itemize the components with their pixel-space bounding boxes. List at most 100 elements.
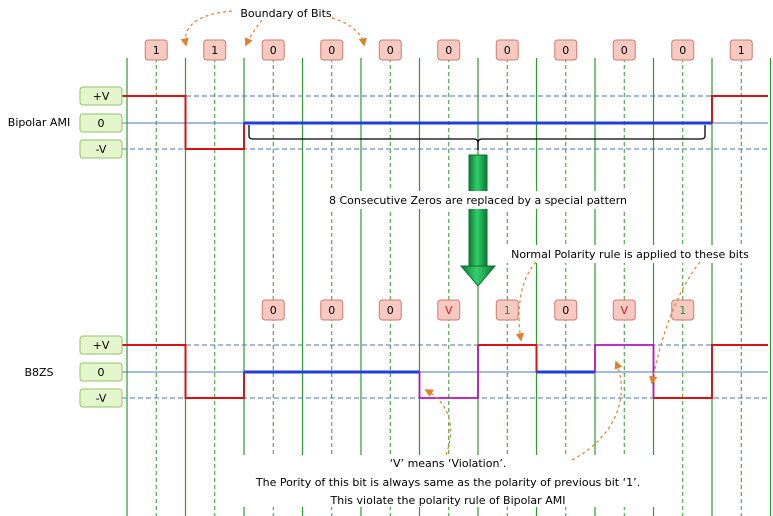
boundary-text-bg	[232, 6, 340, 22]
ami-bit-2: 0	[261, 39, 285, 61]
normal-rule-text: Normal Polarity rule is applied to these…	[511, 248, 749, 261]
bottom-level-minus-v-box	[79, 388, 123, 408]
ami-bit-1-box	[203, 39, 227, 61]
ami-bit-5-box	[437, 39, 461, 61]
b8zs-one-pulse-1	[478, 344, 538, 372]
b8zs-bit-3: V	[437, 299, 461, 321]
b8zs-pulses-end	[653, 344, 768, 399]
b8zs-bit-0-box	[261, 299, 285, 321]
ami-bit-3-box	[320, 39, 344, 61]
bottom-level-zero: 0	[79, 362, 123, 382]
b8zs-bit-1-box	[320, 299, 344, 321]
ami-bit-8-value: 0	[621, 44, 628, 57]
normal-rule-text-bg	[500, 245, 762, 263]
violation-note-line2: The Pority of this bit is always same as…	[255, 476, 640, 489]
top-level-minus-v-box	[79, 139, 123, 159]
b8zs-bit-5-box	[554, 299, 578, 321]
b8zs-bit-3-value: V	[445, 304, 453, 317]
ami-bit-9-value: 0	[679, 44, 686, 57]
callout-arrows	[180, 10, 701, 461]
ami-bit-4-value: 0	[387, 44, 394, 57]
ami-bit-0-value: 1	[153, 44, 160, 57]
b8zs-bit-7-box	[671, 299, 695, 321]
normal-rule-arrow-left	[515, 261, 537, 342]
top-level-minus-v-text: -V	[96, 143, 107, 156]
ami-bit-10-value: 1	[738, 44, 745, 57]
bottom-level-plus-v-text: +V	[93, 339, 110, 352]
ami-bit-5: 0	[437, 39, 461, 61]
b8zs-bit-5: 0	[554, 299, 578, 321]
top-level-zero-box	[79, 113, 123, 133]
boundary-arrow-left	[180, 10, 233, 47]
bit-grid	[126, 58, 772, 516]
bottom-signal-name: B8ZS	[24, 366, 53, 379]
b8zs-bit-2-value: 0	[387, 304, 394, 317]
ami-bit-4: 0	[378, 39, 402, 61]
b8zs-violation-1	[418, 345, 479, 399]
boundary-arrow-right	[331, 17, 367, 47]
ami-bit-0: 1	[144, 39, 168, 61]
top-level-plus-v-text: +V	[93, 90, 110, 103]
ami-bit-3-value: 0	[328, 44, 335, 57]
violation-note-line1: ‘V’ means ‘Violation’.	[390, 457, 507, 470]
ami-bit-0-box	[144, 39, 168, 61]
b8zs-bit-0-value: 0	[270, 304, 277, 317]
bottom-level-zero-text: 0	[98, 366, 105, 379]
b8zs-bit-1-value: 0	[328, 304, 335, 317]
ami-bit-3: 0	[320, 39, 344, 61]
ami-bit-5-value: 0	[445, 44, 452, 57]
violation-note-line3: This violate the polarity rule of Bipola…	[330, 494, 566, 507]
violation-note-bg	[240, 455, 664, 507]
boundary-text: Boundary of Bits	[240, 7, 331, 20]
ami-bit-6-value: 0	[504, 44, 511, 57]
bottom-level-minus-v-text: -V	[96, 392, 107, 405]
bottom-level-minus-v: -V	[79, 388, 123, 408]
ami-bit-10-box	[729, 39, 753, 61]
b8zs-bit-7: 1	[671, 299, 695, 321]
normal-rule-arrow-right	[649, 261, 701, 385]
top-signal-name: Bipolar AMI	[8, 116, 70, 129]
b8zs-bit-6-value: V	[620, 304, 628, 317]
ami-bit-6-box	[495, 39, 519, 61]
b8zs-bit-6: V	[612, 299, 636, 321]
b8zs-bit-4-box	[495, 299, 519, 321]
b8zs-pulses-start	[122, 344, 245, 399]
ami-bit-2-box	[261, 39, 285, 61]
b8zs-bit-6-box	[612, 299, 636, 321]
b8zs-bit-3-box	[437, 299, 461, 321]
ami-pulse-end	[711, 95, 768, 123]
ami-bit-9: 0	[671, 39, 695, 61]
ami-bit-6: 0	[495, 39, 519, 61]
ami-bit-1: 1	[203, 39, 227, 61]
ami-bit-7-value: 0	[562, 44, 569, 57]
bottom-level-plus-v: +V	[79, 335, 123, 355]
b8zs-bit-7-value: 1	[679, 304, 686, 317]
level-label-boxes: +V 0 -V +V 0 -V	[79, 86, 123, 408]
violation-arrow-left	[424, 389, 452, 456]
ami-bit-8-box	[612, 39, 636, 61]
b8zs-bit-4-value: 1	[504, 304, 511, 317]
ami-bit-10: 1	[729, 39, 753, 61]
replacement-arrow-icon	[459, 154, 497, 287]
replace-text: 8 Consecutive Zeros are replaced by a sp…	[329, 194, 627, 207]
b8zs-violation-2	[594, 344, 655, 398]
waveforms	[122, 95, 768, 399]
b8zs-bit-2: 0	[378, 299, 402, 321]
violation-arrow-right	[571, 360, 623, 461]
top-level-zero-text: 0	[98, 117, 105, 130]
top-level-zero: 0	[79, 113, 123, 133]
bottom-level-zero-box	[79, 362, 123, 382]
top-level-plus-v: +V	[79, 86, 123, 106]
top-level-minus-v: -V	[79, 139, 123, 159]
boundary-arrow-mid	[244, 19, 263, 47]
ami-bit-7: 0	[554, 39, 578, 61]
zeros-brace	[248, 125, 706, 150]
replace-text-bg	[321, 191, 639, 209]
bottom-level-plus-v-box	[79, 335, 123, 355]
ami-bit-9-box	[671, 39, 695, 61]
ami-bit-2-value: 0	[270, 44, 277, 57]
ami-bit-8: 0	[612, 39, 636, 61]
ami-bit-1-value: 1	[211, 44, 218, 57]
